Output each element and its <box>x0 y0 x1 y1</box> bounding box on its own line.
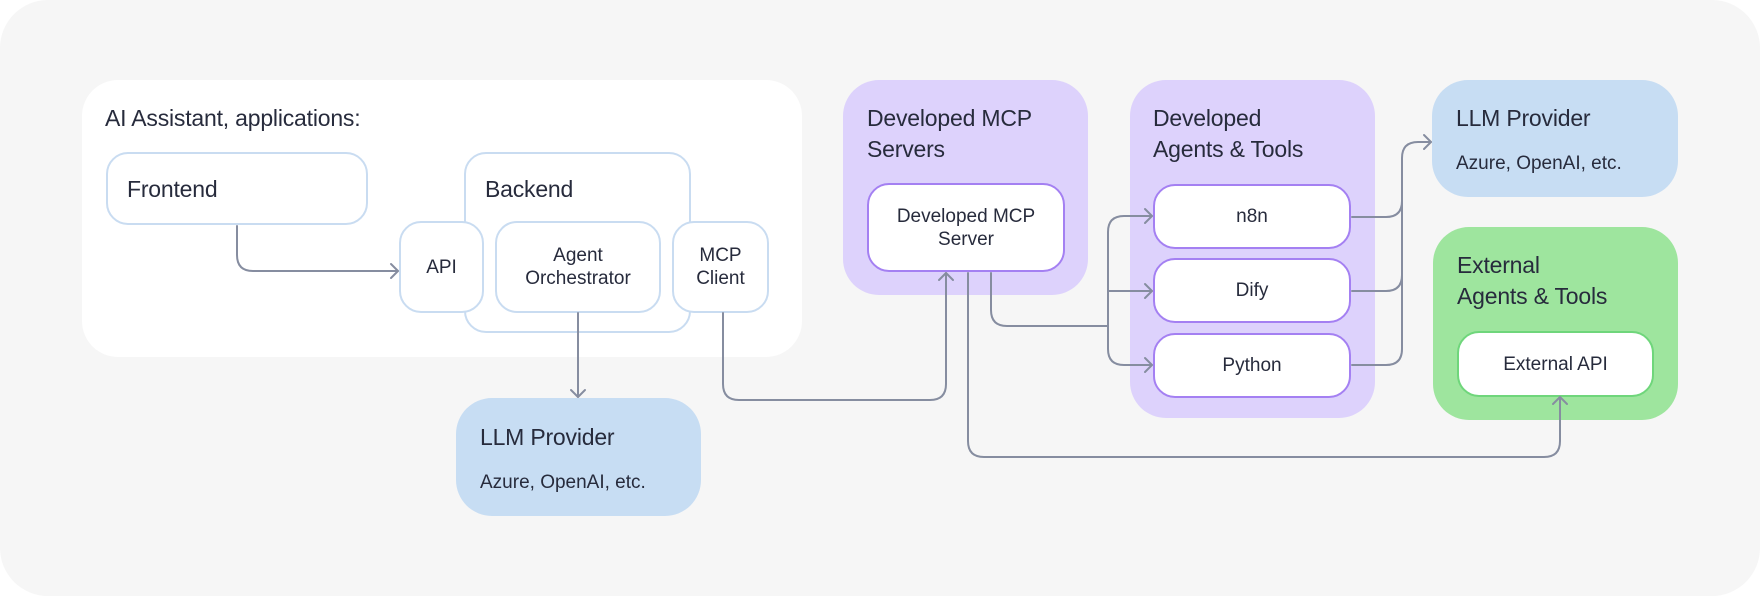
mcp-client-node[interactable]: MCP Client <box>672 221 769 313</box>
connector-mcpserver-external <box>967 272 1561 458</box>
arrowhead-python <box>1144 357 1153 373</box>
arrowhead-n8n <box>1144 208 1153 224</box>
frontend-label: Frontend <box>127 176 218 202</box>
agents-tools-title: Developed Agents & Tools <box>1153 105 1304 162</box>
llm-provider-bottom-title: LLM Provider <box>480 424 615 450</box>
frontend-node[interactable]: Frontend <box>106 152 368 225</box>
arrowhead-external-api <box>1552 396 1568 405</box>
external-title: External Agents & Tools <box>1457 252 1608 309</box>
arrowhead-mcp-server <box>938 272 954 281</box>
llm-provider-right[interactable] <box>1432 80 1678 197</box>
tool-label: Dify <box>1235 280 1269 301</box>
connector-python-llm <box>1351 141 1432 366</box>
api-node[interactable]: API <box>399 221 484 313</box>
tool-label: Python <box>1222 355 1282 376</box>
llm-provider-right-title: LLM Provider <box>1456 105 1591 131</box>
connector-n8n-llm <box>1351 200 1403 218</box>
api-label: API <box>426 256 457 278</box>
agent-orchestrator-label: Agent Orchestrator <box>525 245 631 289</box>
arrowhead-api <box>390 263 399 279</box>
llm-provider-bottom[interactable] <box>456 398 701 516</box>
connector-trunk-python <box>1107 325 1153 366</box>
mcp-client-label: MCP Client <box>696 245 745 289</box>
tool-node-python[interactable]: Python <box>1153 333 1351 398</box>
connector-frontend-api <box>236 225 399 272</box>
connector-mcpclient-mcpserver <box>722 272 947 401</box>
llm-provider-bottom-subtitle: Azure, OpenAI, etc. <box>480 472 646 493</box>
backend-label: Backend <box>485 176 574 202</box>
external-api-node[interactable]: External API <box>1457 331 1654 397</box>
mcp-server-label: Developed MCP Server <box>896 205 1036 250</box>
arrowhead-llm-bottom <box>570 389 586 398</box>
mcp-servers-title: Developed MCP Servers <box>867 105 1032 162</box>
connector-trunk-n8n <box>1107 215 1153 327</box>
arrowhead-dify <box>1144 283 1153 299</box>
llm-provider-right-subtitle: Azure, OpenAI, etc. <box>1456 153 1622 174</box>
tool-node-n8n[interactable]: n8n <box>1153 184 1351 249</box>
connector-dify-llm <box>1351 274 1403 292</box>
tool-label: n8n <box>1236 206 1268 227</box>
tool-node-dify[interactable]: Dify <box>1153 258 1351 323</box>
mcp-server-node[interactable]: Developed MCP Server <box>867 183 1065 272</box>
ai-assistant-title: AI Assistant, applications: <box>105 105 361 131</box>
external-api-label: External API <box>1503 353 1608 375</box>
connector-mcpserver-tools <box>990 272 1109 327</box>
arrowhead-llm-right <box>1423 134 1432 150</box>
